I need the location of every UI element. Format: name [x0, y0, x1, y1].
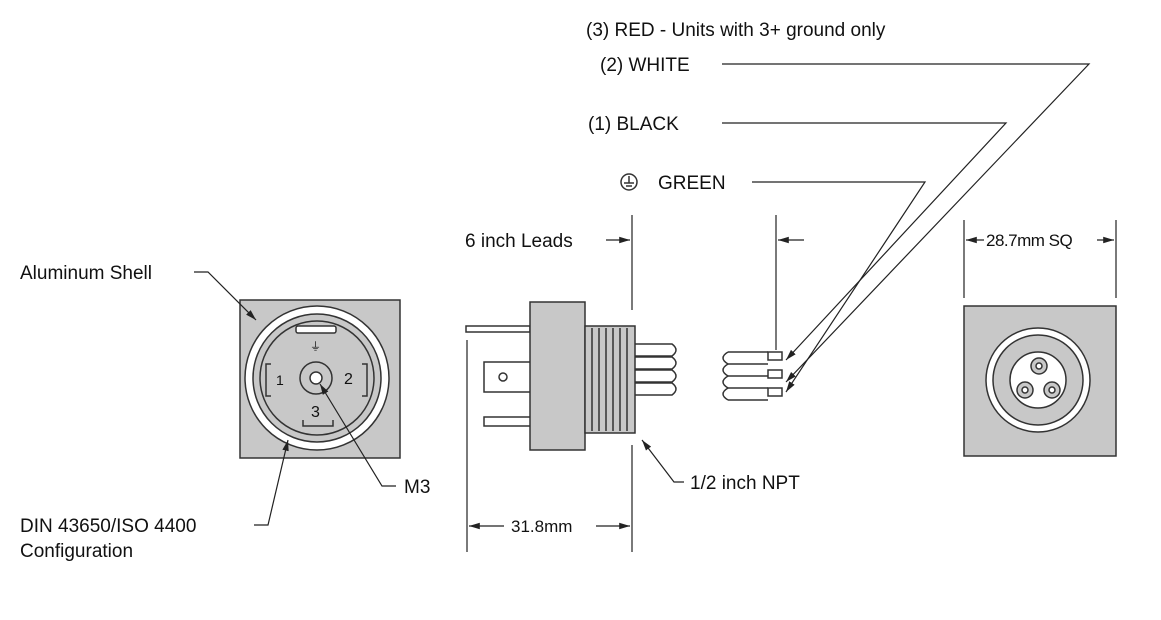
square-label: 28.7mm SQ: [986, 231, 1072, 250]
svg-text:1: 1: [276, 372, 284, 388]
white-wire-label: (2) WHITE: [600, 55, 690, 76]
npt-label: 1/2 inch NPT: [690, 473, 800, 494]
red-wire-label: (3) RED - Units with 3+ ground only: [586, 20, 886, 41]
svg-text:3: 3: [311, 404, 320, 421]
din-config-label-line1: DIN 43650/ISO 4400: [20, 516, 196, 537]
svg-text:⏚: ⏚: [310, 340, 321, 353]
connector-side-view: [465, 301, 783, 451]
connector-rear-view: [963, 305, 1117, 457]
svg-text:2: 2: [344, 371, 353, 388]
ground-symbol-icon: [620, 173, 638, 191]
aluminum-shell-label: Aluminum Shell: [20, 263, 152, 284]
din-config-label-line2: Configuration: [20, 541, 133, 562]
length-label: 31.8mm: [511, 517, 572, 536]
m3-label: M3: [404, 477, 430, 498]
green-wire-label: GREEN: [658, 173, 726, 194]
leads-label: 6 inch Leads: [465, 231, 573, 252]
din-connector-front-view: ⏚ 1 2 3: [239, 299, 401, 459]
black-wire-label: (1) BLACK: [588, 114, 679, 135]
